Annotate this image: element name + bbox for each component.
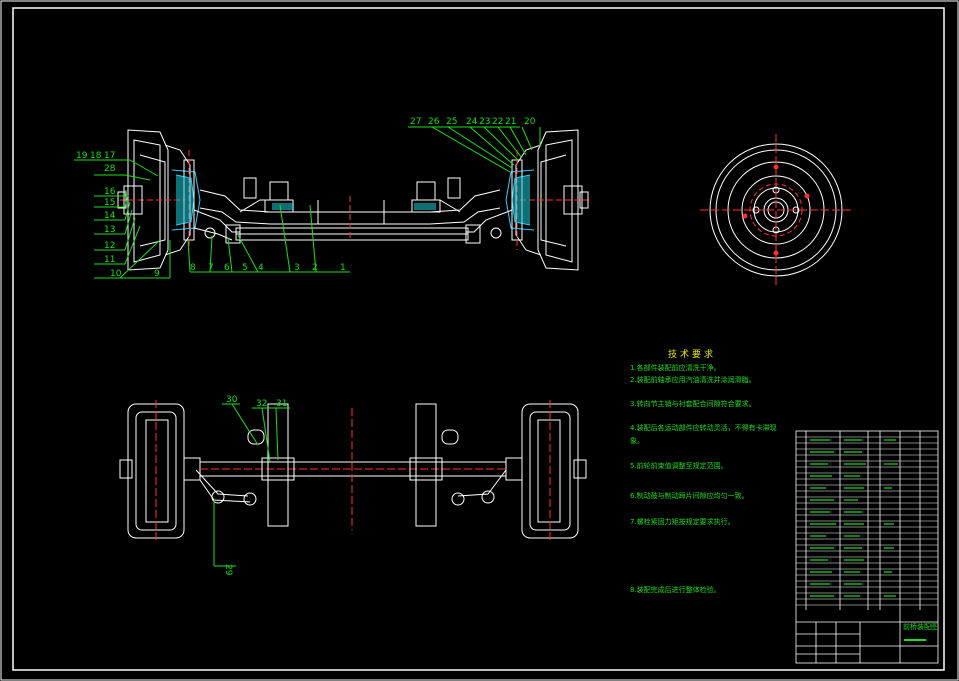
balloon-4: 4 [258, 263, 264, 273]
tech-requirement-item: 6.制动鼓与制动蹄片间隙应均匀一致。 [630, 492, 749, 500]
top-view [119, 400, 587, 540]
side-view [700, 134, 852, 288]
tech-requirement-item: 1.各部件装配前应清洗干净。 [630, 364, 721, 372]
inner-frame [12, 7, 945, 671]
balloon-13: 13 [104, 225, 115, 235]
balloon-9: 9 [154, 269, 160, 279]
balloon-1: 1 [340, 263, 346, 273]
balloon-22: 22 [492, 117, 503, 127]
balloon-29: 29 [223, 564, 233, 576]
balloon-27: 27 [410, 117, 421, 127]
tech-requirement-item: 2.装配前轴承应用汽油清洗并涂润滑脂。 [630, 376, 756, 384]
balloon-15: 15 [104, 198, 115, 208]
balloon-14: 14 [104, 211, 116, 221]
section-hatch [176, 175, 530, 225]
balloon-6: 6 [224, 263, 230, 273]
balloon-12: 12 [104, 241, 115, 251]
balloon-30: 30 [226, 395, 238, 405]
balloon-20: 20 [524, 117, 536, 127]
balloon-11: 11 [104, 255, 115, 265]
tech-requirement-item: 7.螺栓紧固力矩按规定要求执行。 [630, 518, 735, 526]
balloon-2: 2 [312, 263, 318, 273]
balloon-5: 5 [242, 263, 248, 273]
balloon-25: 25 [446, 117, 457, 127]
balloon-21: 21 [505, 117, 516, 127]
tech-requirement-item: 5.前轮前束值调整至规定范围。 [630, 462, 728, 470]
balloon-28: 28 [104, 164, 116, 174]
balloon-24: 24 [466, 117, 478, 127]
title-block-drawing-name: 前桥装配图 [903, 623, 937, 631]
balloon-10: 10 [110, 269, 122, 279]
leader-lines [74, 126, 541, 567]
tech-requirements-title: 技术要求 [668, 350, 717, 360]
balloon-18: 18 [90, 151, 102, 161]
balloon-23: 23 [479, 117, 490, 127]
balloon-26: 26 [428, 117, 440, 127]
balloon-7: 7 [208, 263, 214, 273]
balloon-31: 31 [276, 399, 287, 409]
balloon-32: 32 [256, 399, 267, 409]
balloon-3: 3 [294, 263, 300, 273]
parts-list [795, 430, 939, 664]
balloon-19: 19 [76, 151, 88, 161]
balloon-labels: 1 2 3 4 5 6 7 8 9 10 11 12 13 14 15 16 2… [76, 117, 536, 576]
tech-requirement-item: 3.转向节主销与衬套配合间隙符合要求。 [630, 400, 756, 408]
balloon-17: 17 [104, 151, 115, 161]
tech-requirement-item: 4.装配后各运动部件应转动灵活，不得有卡滞现象。 [630, 424, 777, 445]
tech-requirement-item: 8.装配完成后进行整体检验。 [630, 586, 721, 594]
parts-list-text-marks [810, 439, 926, 641]
balloon-16: 16 [104, 187, 116, 197]
balloon-8: 8 [190, 263, 196, 273]
